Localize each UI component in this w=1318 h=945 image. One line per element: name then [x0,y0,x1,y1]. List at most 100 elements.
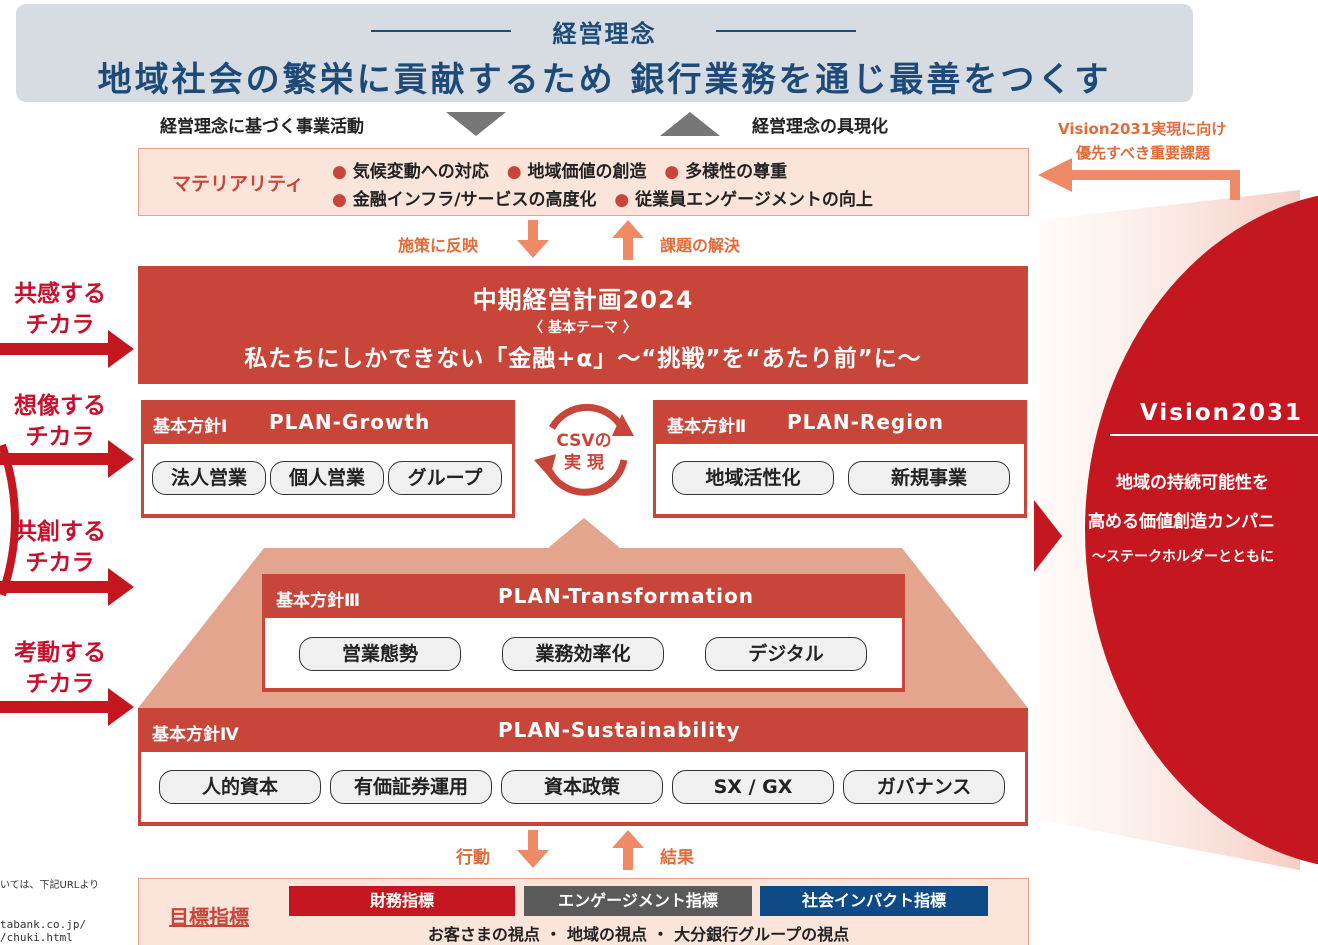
down-triangle [446,112,506,136]
force-line-1: 共感する [14,281,106,307]
force-action: 考動する チカラ [10,638,110,700]
result-label: 結果 [660,848,694,868]
csv-cycle-icon [534,403,634,496]
bullet-icon: ● [332,162,347,182]
policy4-box: 基本方針Ⅳ PLAN-Sustainability 人的資本 有価証券運用 資本… [138,708,1028,826]
footnote-url-1: tabank.co.jp/ [0,918,87,931]
flow-label-left: 経営理念に基づく事業活動 [160,117,364,137]
solve-label: 課題の解決 [660,236,741,255]
vision-line-2: 高める価値創造カンパニ [1088,512,1275,532]
bullet-icon: ● [332,190,347,210]
materiality-item: 多様性の尊重 [685,162,788,182]
policy1-box: 基本方針Ⅰ PLAN-Growth 法人営業 個人営業 グループ [141,400,515,518]
policy3-panel: 営業態勢 業務効率化 デジタル [265,618,902,688]
force-line-2: チカラ [25,550,95,576]
philosophy-subtitle: 経営理念 [552,19,657,48]
materiality-item: 気候変動への対応 [352,162,489,182]
bullet-icon: ● [664,162,680,182]
policy1-label: 基本方針Ⅰ [153,417,228,437]
force-empathy: 共感する チカラ [10,279,110,341]
policy3-name: PLAN-Transformation [498,584,754,608]
materiality-row-2: ● 金融インフラ/サービスの高度化 ● 従業員エンゲージメントの向上 [332,185,873,210]
policy4-item: SX / GX [672,770,834,804]
targets-box: 目標指標 財務指標 エンゲージメント指標 社会インパクト指標 お客さまの視点 ・… [138,878,1029,945]
policy4-item: 資本政策 [501,770,663,804]
policy2-label: 基本方針Ⅱ [667,417,747,437]
materiality-item: 金融インフラ/サービスの高度化 [352,190,597,210]
down-arrow-icon [517,220,549,258]
force-imagination: 想像する チカラ [10,391,110,453]
down-arrow-icon [517,830,549,868]
policy3-item: 業務効率化 [502,637,664,671]
up-arrow-icon [612,830,644,870]
vision-note-1: Vision2031実現に向け [1058,120,1227,138]
reflect-label: 施策に反映 [398,236,479,255]
policy3-label: 基本方針Ⅲ [276,591,361,611]
bullet-icon: ● [614,190,630,210]
up-triangle [660,112,720,136]
philosophy-main: 地域社会の繁栄に貢献するため 銀行業務を通じ最善をつくす [97,60,1112,100]
plan-theme-label: 〈 基本テーマ 〉 [529,320,637,336]
csv-label: CSVの 実 現 [540,430,628,474]
vision-line-3: 〜ステークホルダーとともに [1092,549,1274,565]
plan-theme: 私たちにしかできない「金融+α」〜“挑戦”を“あたり前”に〜 [244,346,922,372]
policy3-item: デジタル [705,637,867,671]
policy3-box: 基本方針Ⅲ PLAN-Transformation 営業態勢 業務効率化 デジタ… [262,574,905,692]
csv-line-2: 実 現 [564,453,604,473]
up-arrow-icon [612,220,644,260]
vision-line-1: 地域の持続可能性を [1116,473,1269,493]
policy1-item: 個人営業 [270,461,384,495]
force-line-2: チカラ [25,312,95,338]
policy1-panel: 法人営業 個人営業 グループ [144,444,512,514]
vision-title: Vision2031 [1140,400,1304,426]
forces-arrows [0,330,134,726]
policy1-name: PLAN-Growth [269,410,431,434]
materiality-box: マテリアリティ ● 気候変動への対応 ● 地域価値の創造 ● 多様性の尊重 ● … [138,148,1029,216]
divider-right [716,30,856,32]
vision-title-underline [1110,434,1318,436]
materiality-item: 地域価値の創造 [527,162,647,182]
policy2-item: 地域活性化 [672,461,834,495]
policy4-panel: 人的資本 有価証券運用 資本政策 SX / GX ガバナンス [141,752,1025,822]
materiality-row-1: ● 気候変動への対応 ● 地域価値の創造 ● 多様性の尊重 [332,157,787,182]
vision-shape [1040,190,1318,870]
plan-banner: 中期経営計画2024 〈 基本テーマ 〉 私たちにしかできない「金融+α」〜“挑… [138,266,1028,384]
footnote-text: いては、下記URLより [0,880,100,891]
policy2-item: 新規事業 [848,461,1010,495]
force-line-1: 考動する [14,640,106,666]
materiality-label: マテリアリティ [172,173,304,195]
policy4-item: ガバナンス [843,770,1005,804]
badge-social-impact: 社会インパクト指標 [760,886,988,916]
policy4-label: 基本方針Ⅳ [152,725,239,745]
targets-perspective: お客さまの視点 ・ 地域の視点 ・ 大分銀行グループの視点 [427,925,850,944]
footnote-url-2: /chuki.html [0,931,73,944]
feedback-arrow [1038,158,1240,200]
bullet-icon: ● [506,162,522,182]
force-line-1: 共創する [14,519,106,545]
badge-financial: 財務指標 [289,886,515,916]
flow-label-right: 経営理念の具現化 [752,117,888,137]
philosophy-banner: 経営理念 地域社会の繁栄に貢献するため 銀行業務を通じ最善をつくす [16,4,1193,102]
vision-panel: Vision2031 地域の持続可能性を 高める価値創造カンパニ 〜ステークホル… [1080,400,1318,566]
policy2-panel: 地域活性化 新規事業 [656,444,1024,514]
divider-left [371,30,511,32]
force-line-2: チカラ [25,424,95,450]
targets-label: 目標指標 [169,905,249,929]
policy2-box: 基本方針Ⅱ PLAN-Region 地域活性化 新規事業 [653,400,1027,518]
policy2-name: PLAN-Region [787,410,945,434]
force-line-1: 想像する [14,393,106,419]
badge-engagement: エンゲージメント指標 [524,886,752,916]
policy1-item: 法人営業 [152,461,266,495]
policy4-item: 有価証券運用 [330,770,492,804]
vision-pointer [1034,500,1062,572]
policy3-item: 営業態勢 [299,637,461,671]
csv-line-1: CSVの [556,431,612,451]
policy4-item: 人的資本 [159,770,321,804]
plan-title: 中期経営計画2024 [472,286,694,314]
policy1-item: グループ [388,461,502,495]
action-label: 行動 [456,848,490,868]
vision-note-2: 優先すべき重要課題 [1076,144,1210,162]
policy4-name: PLAN-Sustainability [498,718,741,742]
materiality-item: 従業員エンゲージメントの向上 [635,190,873,210]
force-co-creation: 共創する チカラ [10,517,110,579]
